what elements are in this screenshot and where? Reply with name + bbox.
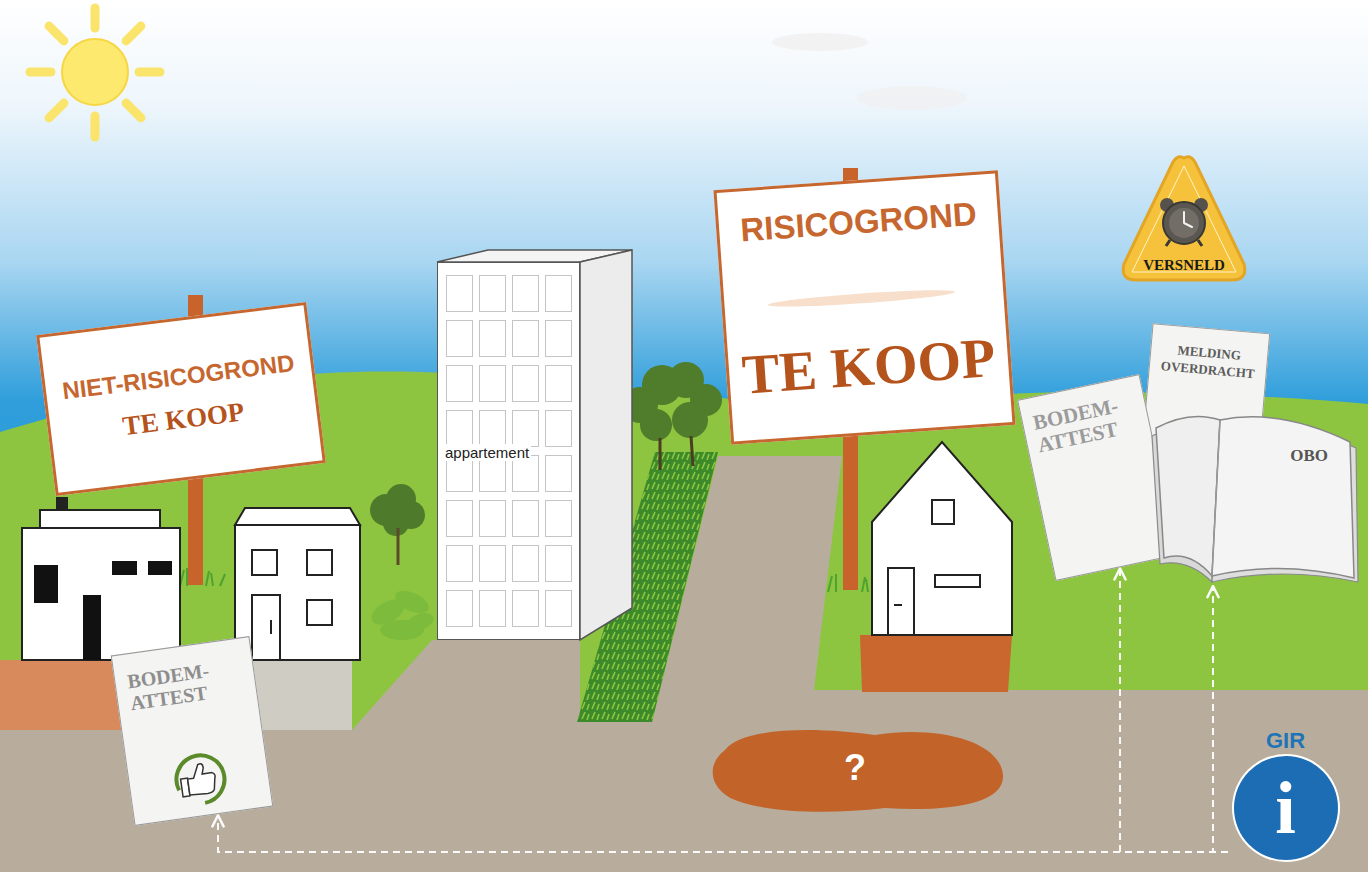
sun: [49, 26, 64, 41]
thumbs-up-icon: [173, 752, 227, 806]
clouds: [857, 86, 967, 110]
sun: [62, 39, 128, 105]
flat-roof-house: [148, 561, 172, 575]
sign-heading: RISICOGROND: [739, 195, 978, 249]
open-book-shape: [1150, 390, 1360, 585]
town-house: [307, 600, 332, 625]
trees: [640, 409, 672, 441]
town-house: [235, 508, 360, 660]
sun: [126, 26, 141, 41]
warning-triangle: VERSNELD: [1120, 150, 1248, 284]
open-book: OBO: [1150, 390, 1360, 585]
plots: [860, 635, 1012, 692]
warning-label: VERSNELD: [1143, 257, 1225, 274]
building-label: appartement: [443, 444, 531, 461]
thumbs-up-icon: [186, 762, 218, 796]
info-badge: i GIR: [1228, 730, 1343, 868]
info-circle: i: [1234, 756, 1338, 860]
paint-smear: [767, 287, 955, 310]
flat-roof-house: [40, 510, 160, 528]
sun: [91, 116, 100, 137]
dashed-arrow: [1120, 568, 1228, 852]
document-title: BODEM- ATTEST: [1031, 394, 1125, 457]
flat-roof-house: [56, 497, 68, 511]
gable-house: [872, 442, 1012, 635]
sign-board: NIET-RISICOGRONDTE KOOP: [36, 302, 326, 496]
apartment-block: [437, 262, 580, 640]
sun: [30, 68, 51, 77]
warning-triangle-shape: [1163, 202, 1205, 244]
apartment-block: [437, 250, 632, 640]
gable-house: [888, 568, 914, 635]
warning-triangle-shape: [1123, 157, 1245, 280]
sign-heading: NIET-RISICOGROND: [61, 349, 296, 405]
sign-text: TE KOOP: [740, 325, 997, 407]
dashed-arrow: [1213, 586, 1228, 852]
town-house: [270, 620, 272, 634]
clouds: [772, 33, 868, 51]
thumbs-up-icon: [160, 743, 238, 814]
sun: [126, 103, 141, 118]
question-mark: ?: [844, 747, 866, 788]
sun: [30, 8, 160, 137]
trees: [622, 362, 722, 441]
flat-roof-house: [22, 528, 180, 660]
trees: [383, 510, 409, 536]
apartment-front: appartement: [437, 262, 580, 640]
gable-house: [935, 575, 980, 587]
open-book-shape: [1212, 420, 1220, 576]
trees: [397, 528, 400, 565]
info-heading: GIR: [1266, 730, 1305, 752]
gable-house: [872, 442, 1012, 635]
document-title: MELDING OVERDRACHT: [1160, 341, 1256, 383]
town-house: [307, 550, 332, 575]
sign-board: RISICOGROND TE KOOP: [713, 170, 1015, 444]
flat-roof-house: [83, 595, 101, 660]
flat-roof-house: [34, 565, 58, 603]
apartment-block: [580, 250, 632, 640]
document-sheet: BODEM- ATTEST: [111, 636, 274, 826]
trees: [660, 436, 693, 470]
grass-tufts: [828, 574, 868, 592]
soil-blob: ?: [705, 720, 1005, 815]
flat-roof-house: [22, 497, 180, 660]
sun: [139, 68, 160, 77]
town-house: [235, 525, 360, 660]
trees: [672, 402, 708, 438]
open-book-shape: [1212, 417, 1354, 578]
sun: [49, 103, 64, 118]
soil-blob-shape: [713, 730, 1003, 812]
warning-triangle-shape: [1184, 212, 1192, 227]
open-book-shape: [1156, 416, 1220, 576]
sign-text: TE KOOP: [121, 397, 246, 443]
warning-triangle-shape: [1132, 166, 1236, 272]
trees: [392, 586, 432, 618]
document-title: BODEM- ATTEST: [126, 659, 214, 714]
town-house: [252, 595, 280, 660]
trees: [404, 610, 436, 635]
warning-triangle-shape: [1169, 208, 1199, 238]
gable-house: [932, 500, 954, 524]
book-title: OBO: [1290, 446, 1328, 466]
info-glyph: i: [1275, 771, 1296, 845]
dashed-arrow: [218, 815, 1228, 852]
sun: [30, 8, 160, 137]
sun: [91, 8, 100, 28]
clouds: [772, 33, 967, 110]
town-house: [235, 508, 360, 525]
town-house: [252, 550, 277, 575]
trees: [367, 586, 435, 640]
flat-roof-house: [112, 561, 137, 575]
gable-house: [894, 604, 902, 606]
grass-tufts: [180, 568, 225, 586]
